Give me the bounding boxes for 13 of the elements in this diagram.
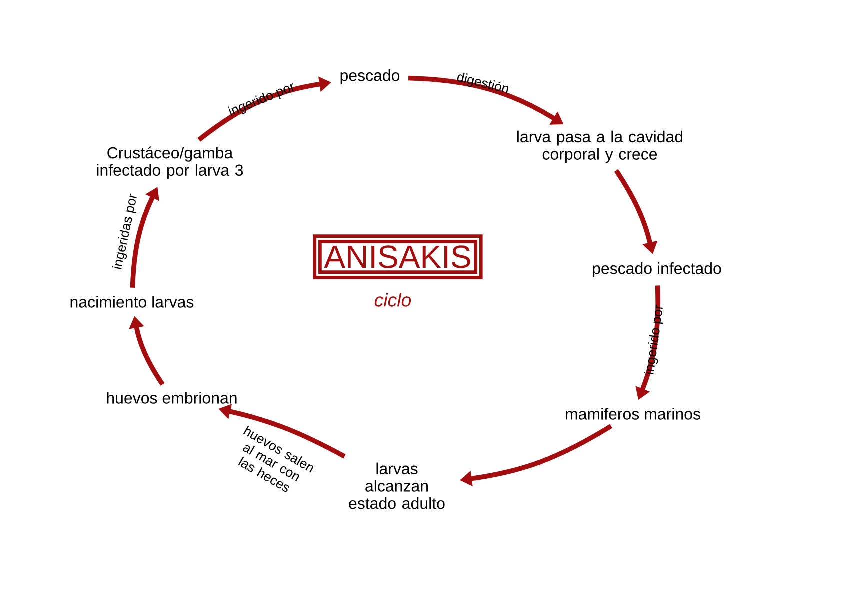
stage-label: pescado	[340, 70, 400, 84]
stage-label: mamiferos marinos	[566, 408, 700, 420]
stage-label: huevos embrionan	[107, 392, 237, 404]
edge-label: digestión	[457, 72, 508, 94]
stage-label: larvas alcanzan estado adulto	[349, 462, 445, 510]
subtitle: ciclo	[374, 293, 412, 307]
stage-label: Crustáceo/gamba infectado por larva 3	[97, 146, 244, 180]
title-box: ANISAKIS	[313, 234, 483, 280]
stage-label: pescado infectado	[593, 262, 722, 278]
stage-label: nacimiento larvas	[70, 296, 194, 308]
stage-label: larva pasa a la cavidad corporal y crece	[518, 130, 683, 164]
edge-label: ingerido por	[644, 304, 664, 374]
edge-label: ingeridas por	[112, 194, 137, 270]
